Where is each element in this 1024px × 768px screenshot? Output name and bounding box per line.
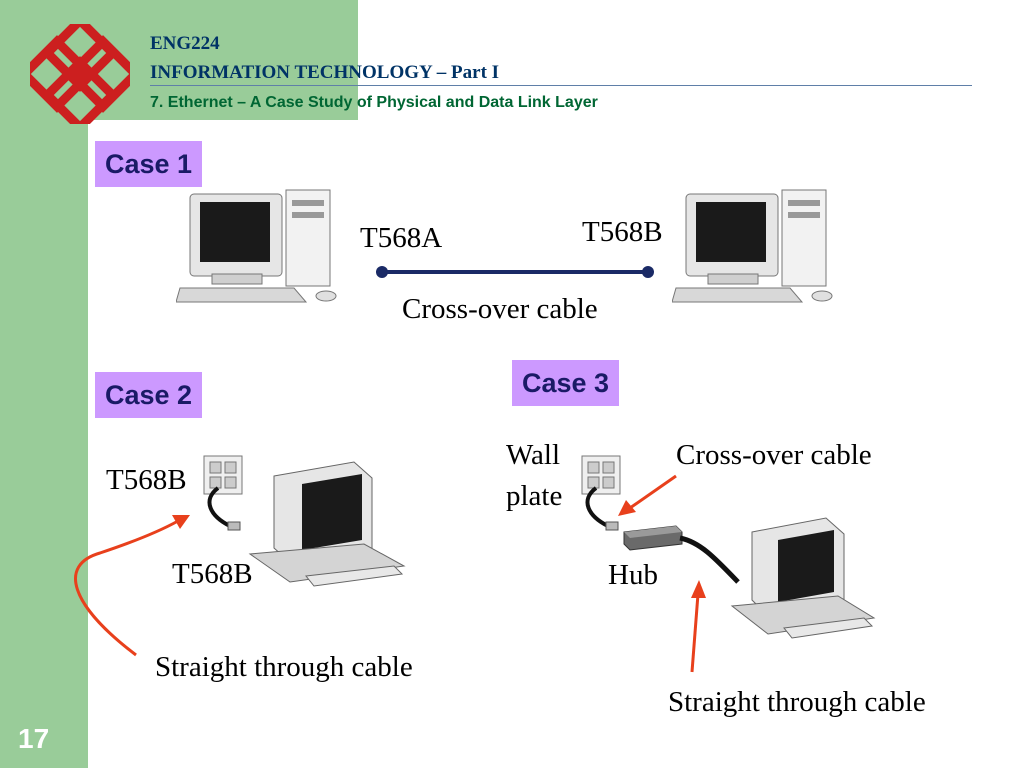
- course-code: ENG224: [150, 33, 220, 54]
- case-2-label: Case 2: [95, 372, 203, 418]
- page-number: 17: [18, 723, 50, 754]
- case-2-cable-label: Straight through cable: [155, 651, 413, 683]
- desktop-computer-icon: [176, 189, 337, 303]
- course-subject: INFORMATION TECHNOLOGY – Part I: [150, 62, 500, 83]
- case-1-label: Case 1: [95, 141, 203, 187]
- header-rule: [150, 85, 972, 86]
- desktop-computer-icon: [730, 517, 876, 639]
- straight-cable-arrow: [690, 580, 706, 673]
- crossover-cable-line: [376, 266, 654, 278]
- chapter-title: 7. Ethernet – A Case Study of Physical a…: [150, 94, 598, 111]
- case-3-wallplate-label-line2: plate: [506, 480, 563, 512]
- header-band: [88, 0, 358, 120]
- case-1-right-standard: T568B: [582, 216, 663, 248]
- crossover-cable-arrow: [618, 474, 677, 516]
- wall-plate-icon: [203, 455, 243, 531]
- case-3-straight-label: Straight through cable: [668, 686, 926, 718]
- desktop-computer-icon: [248, 461, 406, 587]
- wall-plate-icon: [581, 455, 621, 531]
- case-3-wallplate-label-line1: Wall: [506, 439, 561, 471]
- case-1-left-standard: T568A: [360, 222, 443, 254]
- university-logo: [30, 24, 130, 124]
- case-3-label: Case 3: [512, 360, 620, 406]
- case-3-crossover-label: Cross-over cable: [676, 439, 872, 471]
- hub-icon: [623, 525, 740, 584]
- desktop-computer-icon: [672, 189, 833, 303]
- case-2-wallplate-standard: T568B: [106, 464, 187, 496]
- straight-cable-arrow: [74, 515, 190, 657]
- case-3-hub-label: Hub: [608, 559, 658, 591]
- case-1-cable-label: Cross-over cable: [402, 293, 598, 325]
- case-2-pc-standard: T568B: [172, 558, 253, 590]
- sidebar: [0, 0, 88, 768]
